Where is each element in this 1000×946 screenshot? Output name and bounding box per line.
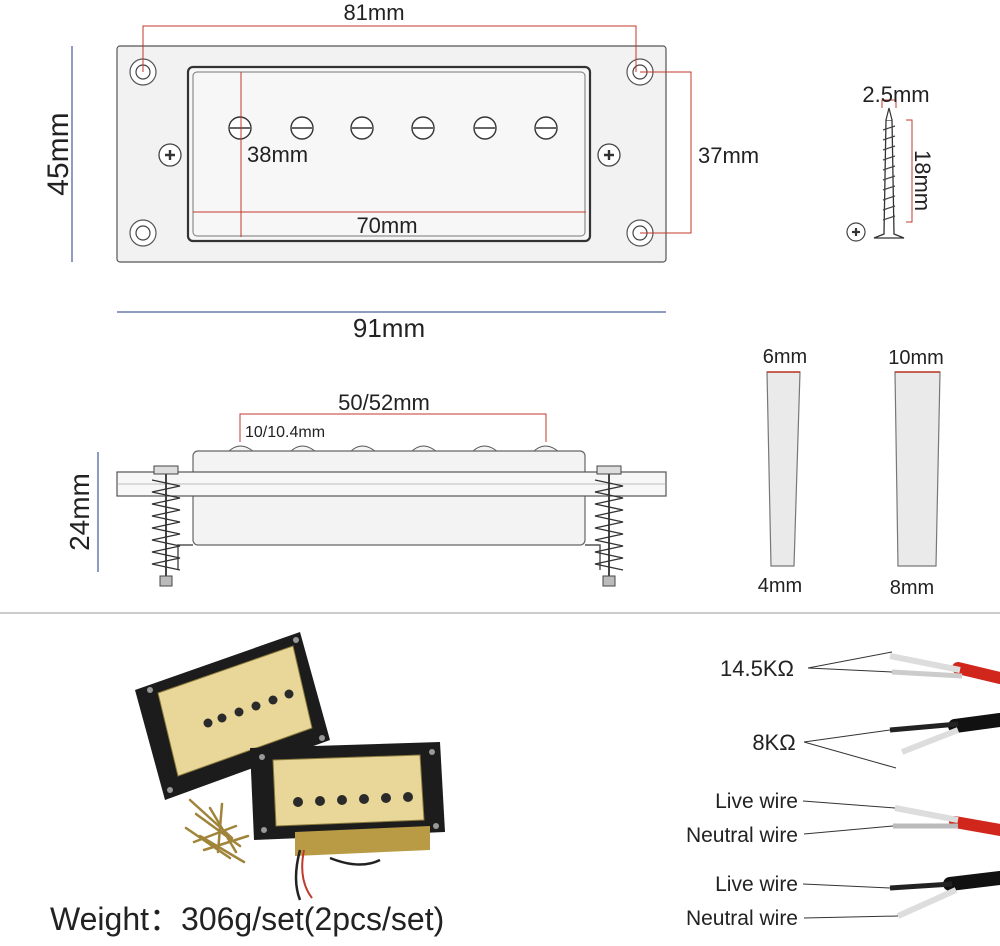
top-view: 81mm 37mm 38mm 70mm 45mm 91mm [42,0,759,343]
spring-left [151,465,181,587]
wiring-diagram: 14.5KΩ 8KΩ Live wire Neutral wire Live w… [686,651,1000,930]
pole-piece [534,116,558,140]
pole-pieces [228,116,558,140]
screw-diameter-label: 2.5mm [862,82,929,107]
corner-hole [129,219,157,247]
pickup-back [135,632,330,800]
outer-width-label: 91mm [353,313,425,343]
window-height-label: 38mm [247,142,308,167]
pickup-photo: Weight：306g/set(2pcs/set) [50,632,445,937]
wire-cable-4 [889,871,1000,919]
pole-piece [473,116,497,140]
screw-head-icon [597,143,621,167]
dim-line-37 [640,71,692,234]
wedge-large-bottom-label: 8mm [890,577,934,599]
inner-height-label: 37mm [698,143,759,168]
outer-height-label: 45mm [42,112,75,195]
wire-cable-1 [889,653,1000,684]
pole-piece [228,116,252,140]
mounting-screw: 2.5mm 18mm [846,82,935,242]
window-width-label: 70mm [356,213,417,238]
dim-line-50 [239,413,547,442]
spring-right [594,465,624,587]
pickup-window [186,65,592,243]
live-wire-label-1: Live wire [715,790,798,813]
wedge-large: 10mm 8mm [888,347,944,599]
neutral-wire-label-1: Neutral wire [686,824,798,847]
wedge-small-bottom-label: 4mm [758,575,802,597]
weight-label: Weight：306g/set(2pcs/set) [50,901,444,937]
screw-head-icon [846,222,866,242]
wire-cable-2 [889,713,1000,755]
resistance-label-1: 14.5KΩ [720,656,794,681]
pickup-front [250,742,445,901]
screw-head-icon [158,143,182,167]
hole-spacing-label: 81mm [343,0,404,25]
pole-pitch-label: 10/10.4mm [245,424,325,441]
pole-piece [290,116,314,140]
pole-piece [411,116,435,140]
pickup-body-side [192,450,586,546]
wedge-large-top-label: 10mm [888,347,944,369]
neutral-wire-label-2: Neutral wire [686,907,798,930]
pole-piece [350,116,374,140]
side-view: 50/52mm 10/10.4mm 24mm [64,390,667,587]
dim-line-81 [142,25,637,72]
wire-cable-3 [893,805,1000,836]
pole-span-label: 50/52mm [338,390,430,415]
wedge-small: 6mm 4mm [758,346,807,597]
wedge-small-top-label: 6mm [763,346,807,368]
screw-length-label: 18mm [910,150,935,211]
loose-screws [184,798,250,864]
side-height-label: 24mm [64,473,95,551]
live-wire-label-2: Live wire [715,873,798,896]
resistance-label-2: 8KΩ [752,730,795,755]
